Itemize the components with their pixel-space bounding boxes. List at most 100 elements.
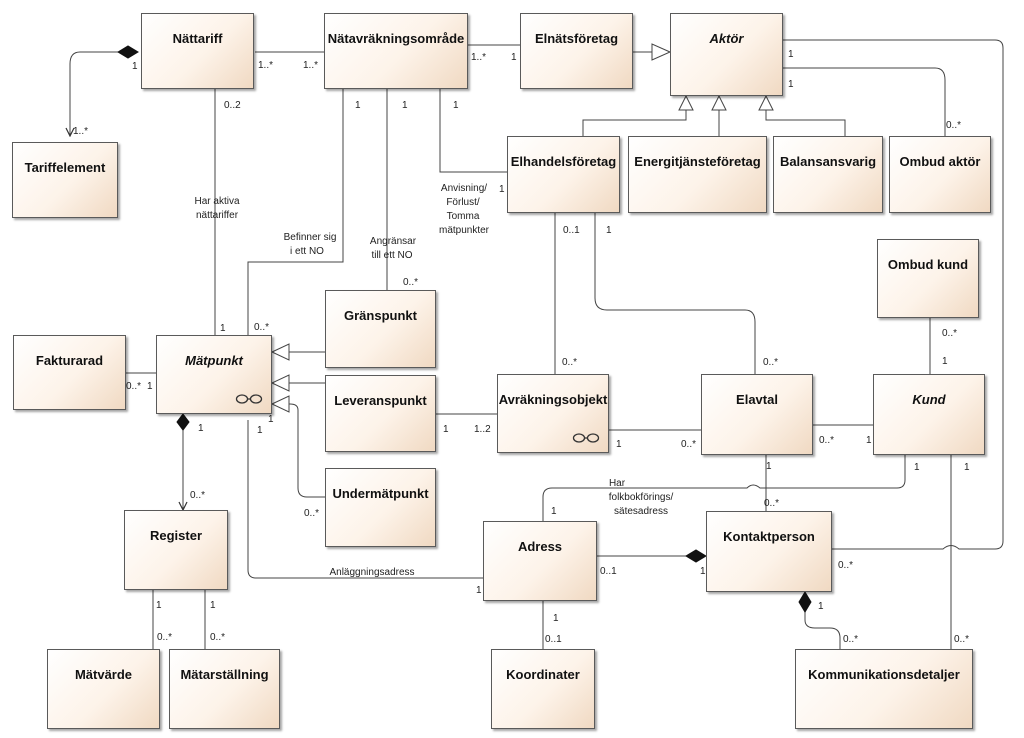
assoc-label: Har <box>609 478 626 489</box>
class-name: Register <box>149 528 203 543</box>
class-name: Fakturarad <box>35 353 104 368</box>
class-matpunkt[interactable]: Mätpunkt <box>156 335 272 414</box>
multiplicity: 1 <box>818 601 824 612</box>
class-aktor[interactable]: Aktör <box>670 13 783 96</box>
class-elhandelsforetag[interactable]: Elhandelsföretag <box>507 136 620 213</box>
multiplicity: 0..* <box>954 634 969 645</box>
multiplicity: 1..* <box>471 52 486 63</box>
multiplicity: 0..* <box>681 439 696 450</box>
class-kommunikationsdetaljer[interactable]: Kommunikationsdetaljer <box>795 649 973 729</box>
composition-diamond <box>798 591 812 613</box>
class-name: Leveranspunkt <box>334 393 427 408</box>
multiplicity: 0..* <box>942 328 957 339</box>
multiplicity: 1 <box>616 439 622 450</box>
multiplicity: 0..* <box>819 435 834 446</box>
class-kontaktperson[interactable]: Kontaktperson <box>706 511 832 592</box>
assoc-label: mätpunkter <box>439 225 490 236</box>
class-name: Energitjänsteföretag <box>634 154 761 169</box>
multiplicity: 0..* <box>946 120 961 131</box>
assoc-label: Anläggningsadress <box>329 567 414 578</box>
association-line <box>542 455 906 521</box>
multiplicity: 0..* <box>843 634 858 645</box>
multiplicity: 0..* <box>838 560 853 571</box>
composition-line <box>804 612 841 649</box>
glasses-icon <box>572 433 600 443</box>
multiplicity: 1 <box>402 100 408 111</box>
multiplicity: 0..* <box>763 357 778 368</box>
multiplicity: 0..1 <box>563 225 580 236</box>
assoc-label: till ett NO <box>371 250 412 261</box>
class-ombud-kund[interactable]: Ombud kund <box>877 239 979 318</box>
multiplicity: 0..1 <box>545 634 562 645</box>
multiplicity: 0..* <box>764 498 779 509</box>
class-name: Avräkningsobjekt <box>498 392 608 407</box>
assoc-label: Har aktiva <box>194 196 239 207</box>
class-natavrakningsomrade[interactable]: Nätavräkningsområde <box>324 13 468 89</box>
multiplicity: 0..* <box>562 357 577 368</box>
multiplicity: 0..* <box>254 322 269 333</box>
association-line <box>783 67 946 136</box>
multiplicity: 1 <box>511 52 517 63</box>
multiplicity: 1 <box>551 506 557 517</box>
generalization-arrowhead <box>270 374 290 392</box>
multiplicity: 1 <box>606 225 612 236</box>
generalization-arrowhead <box>270 395 290 413</box>
multiplicity: 1 <box>156 600 162 611</box>
class-matarstallning[interactable]: Mätarställning <box>169 649 280 729</box>
class-koordinater[interactable]: Koordinater <box>491 649 595 729</box>
assoc-label: folkbokförings/ <box>609 492 674 503</box>
composition-line <box>70 51 118 136</box>
class-fakturarad[interactable]: Fakturarad <box>13 335 126 410</box>
class-register[interactable]: Register <box>124 510 228 590</box>
multiplicity: 0..* <box>126 381 141 392</box>
generalization-line <box>287 403 325 498</box>
class-name: Aktör <box>709 31 744 46</box>
multiplicity: 0..1 <box>600 566 617 577</box>
class-elnatsforetag[interactable]: Elnätsföretag <box>520 13 633 89</box>
multiplicity: 1 <box>788 79 794 90</box>
class-name: Mätarställning <box>180 667 269 682</box>
generalization-arrowhead <box>678 94 694 111</box>
class-name: Nätavräkningsområde <box>327 31 465 46</box>
assoc-label: Befinner sig <box>284 232 337 243</box>
multiplicity: 1..2 <box>474 424 491 435</box>
class-balansansvarig[interactable]: Balansansvarig <box>773 136 883 213</box>
multiplicity: 0..* <box>304 508 319 519</box>
class-elavtal[interactable]: Elavtal <box>701 374 813 455</box>
class-tariffelement[interactable]: Tariffelement <box>12 142 118 218</box>
multiplicity: 1 <box>443 424 449 435</box>
class-matvarde[interactable]: Mätvärde <box>47 649 160 729</box>
class-avrakningsobjekt[interactable]: Avräkningsobjekt <box>497 374 609 453</box>
composition-diamond <box>176 413 190 431</box>
multiplicity: 0..* <box>210 632 225 643</box>
class-adress[interactable]: Adress <box>483 521 597 601</box>
multiplicity: 1 <box>355 100 361 111</box>
class-name: Adress <box>517 539 563 554</box>
composition-diamond <box>117 45 139 59</box>
class-ombud-aktor[interactable]: Ombud aktör <box>889 136 991 213</box>
multiplicity: 0..* <box>190 490 205 501</box>
assoc-label: sätesadress <box>614 506 668 517</box>
multiplicity: 1..* <box>258 60 273 71</box>
generalization-arrowhead <box>758 94 774 111</box>
class-name: Mätvärde <box>74 667 133 682</box>
association-line <box>439 89 507 173</box>
class-name: Kontaktperson <box>723 529 815 544</box>
class-kund[interactable]: Kund <box>873 374 985 455</box>
assoc-label: Anvisning/ <box>441 183 487 194</box>
composition-diamond <box>685 549 707 563</box>
class-granspunkt[interactable]: Gränspunkt <box>325 290 436 368</box>
class-energitjanstforetag[interactable]: Energitjänsteföretag <box>628 136 767 213</box>
assoc-label: i ett NO <box>290 246 324 257</box>
class-name: Tariffelement <box>24 160 106 175</box>
multiplicity: 1 <box>268 414 274 425</box>
multiplicity: 0..* <box>403 277 418 288</box>
class-leveranspunkt[interactable]: Leveranspunkt <box>325 375 436 452</box>
generalization-line <box>765 110 846 136</box>
class-nattariff[interactable]: Nättariff <box>141 13 254 89</box>
multiplicity: 1 <box>499 184 505 195</box>
class-undermatpunkt[interactable]: Undermätpunkt <box>325 468 436 547</box>
class-name: Koordinater <box>506 667 580 682</box>
class-name: Nättariff <box>172 31 223 46</box>
association-line <box>247 420 483 579</box>
